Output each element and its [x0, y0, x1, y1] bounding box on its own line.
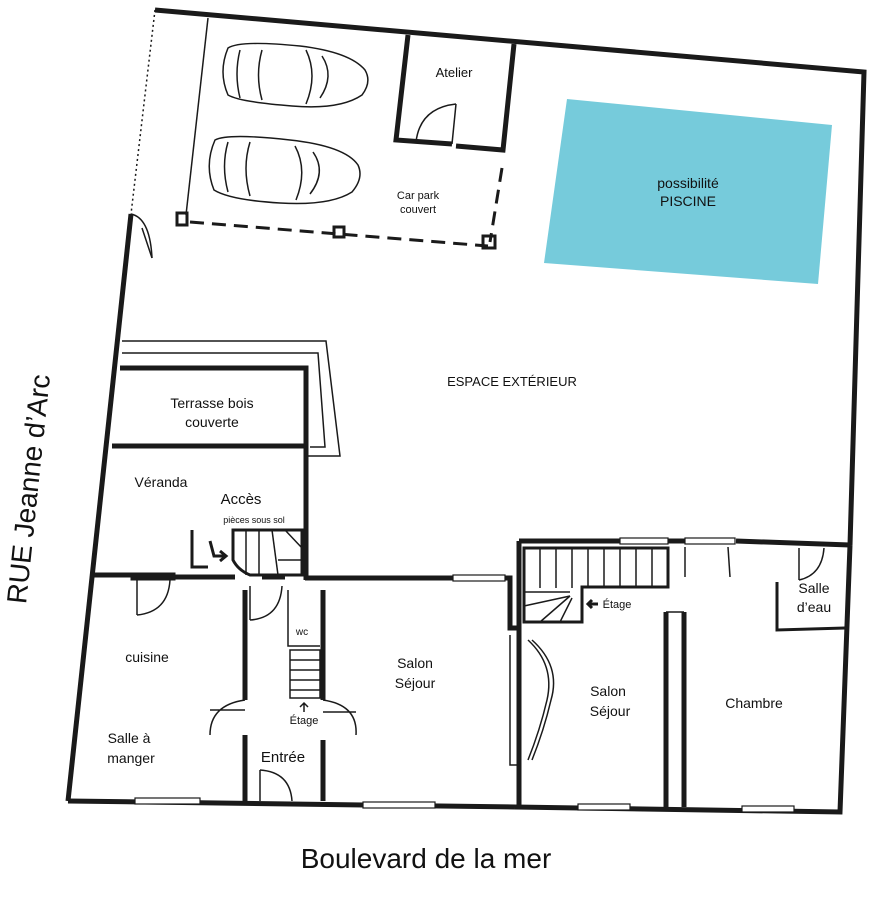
- pool-area: [544, 99, 832, 284]
- exterior-label: ESPACE EXTÉRIEUR: [447, 374, 577, 389]
- dining-label: Salle à: [108, 730, 151, 746]
- acces-label: Accès: [221, 491, 262, 508]
- kitchen-label: cuisine: [125, 649, 169, 665]
- shower-room-label-2: d’eau: [797, 599, 831, 615]
- living-label-right: Salon: [590, 683, 626, 699]
- right-house: [509, 537, 851, 807]
- front-windows: [134, 574, 795, 813]
- stairs-right-label: Étage: [603, 598, 632, 611]
- pool-label-2: PISCINE: [660, 193, 716, 209]
- street-bottom-label: Boulevard de la mer: [301, 843, 552, 874]
- terrace-label-2: couverte: [185, 414, 239, 430]
- interior-walls: [94, 452, 519, 802]
- terrace: [112, 340, 341, 457]
- living-label-right-2: Séjour: [590, 703, 631, 719]
- outer-walls: [65, 7, 867, 815]
- car-icon: [208, 135, 361, 205]
- pool-label: possibilité: [657, 175, 719, 191]
- veranda-label: Véranda: [135, 474, 188, 490]
- dining-label-2: manger: [107, 750, 155, 766]
- car-park: [175, 17, 504, 250]
- bedroom-label: Chambre: [725, 695, 783, 711]
- car-park-label: Car park: [397, 190, 440, 202]
- stairs-up-label: Étage: [290, 714, 319, 727]
- shower-room-label: Salle: [798, 580, 829, 596]
- terrace-label: Terrasse bois: [170, 395, 253, 411]
- atelier-label: Atelier: [436, 65, 474, 80]
- stairs-icon: [522, 546, 670, 624]
- stairs-icon: [289, 649, 321, 699]
- car-icon: [222, 42, 369, 108]
- basement-label: pièces sous sol: [223, 515, 285, 525]
- stairs-icon: [231, 528, 304, 577]
- street-left-label: RUE Jeanne d’Arc: [1, 373, 56, 605]
- atelier-room: [393, 34, 517, 153]
- wc-label: wc: [295, 627, 308, 638]
- living-label-2: Séjour: [395, 675, 436, 691]
- living-label: Salon: [397, 655, 433, 671]
- entry-label: Entrée: [261, 749, 305, 766]
- car-park-label-2: couvert: [400, 204, 436, 216]
